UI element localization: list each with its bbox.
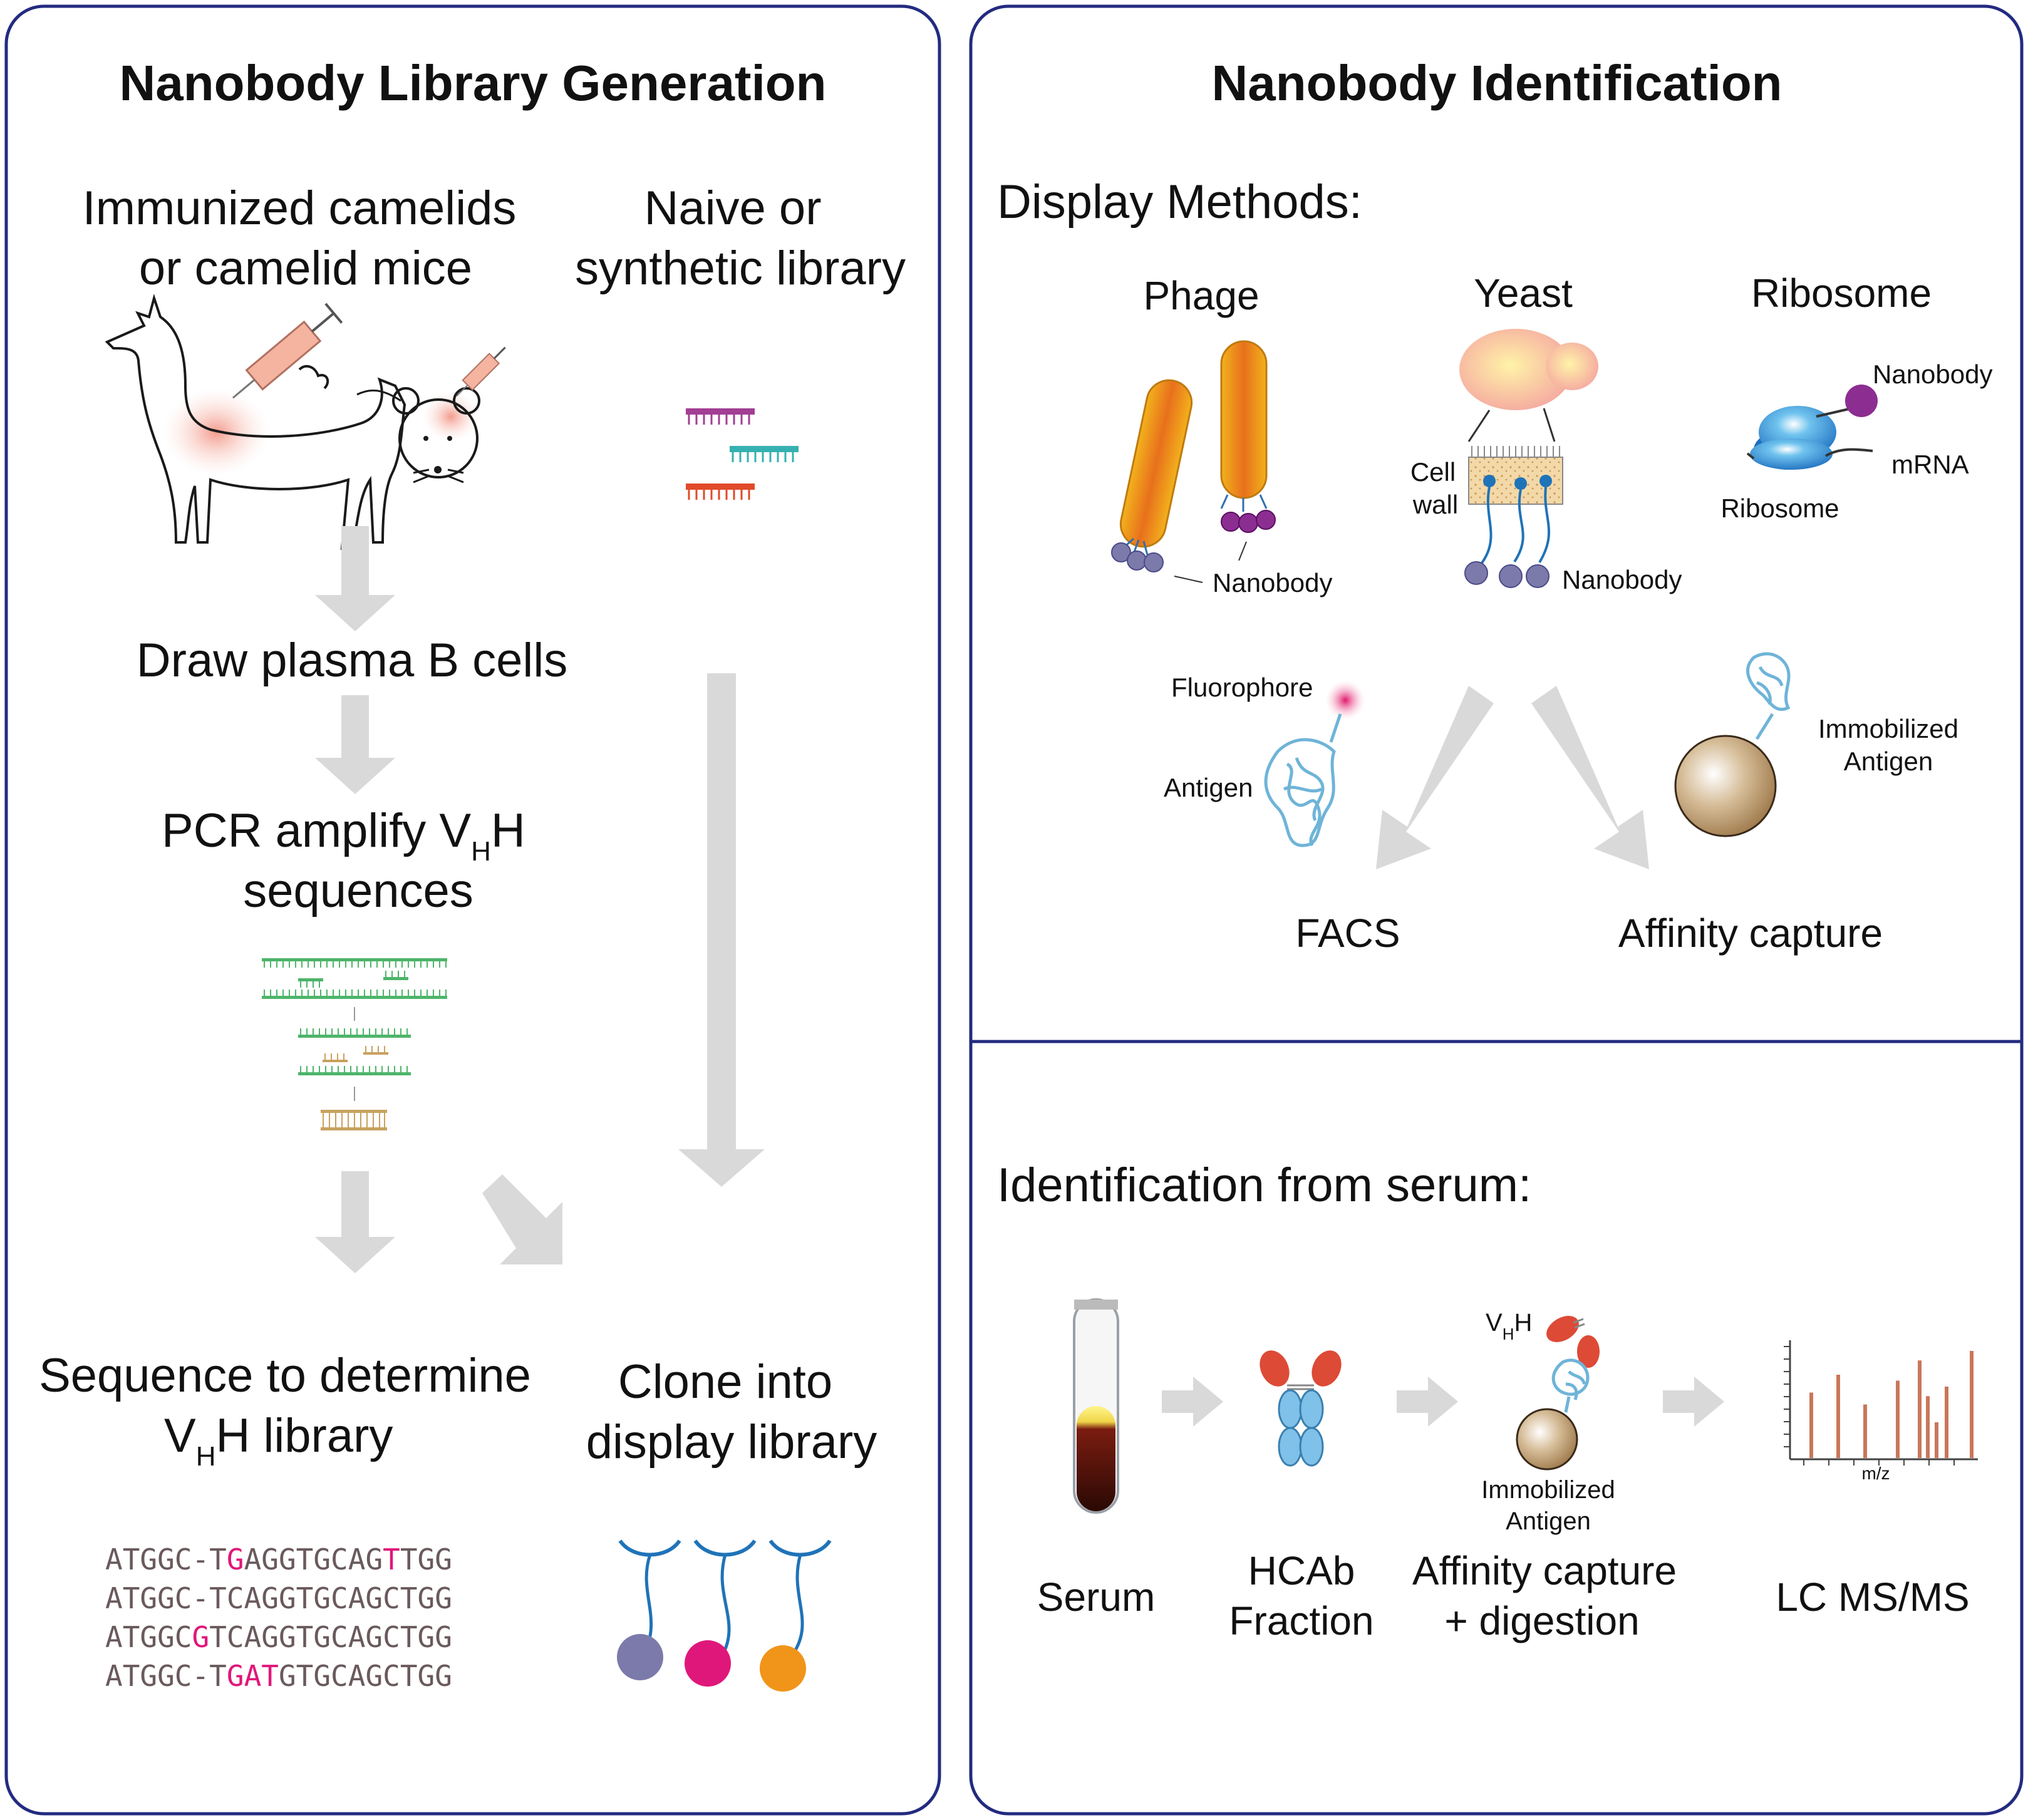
clone-line1: Clone into bbox=[618, 1355, 832, 1409]
clone-line2: display library bbox=[586, 1415, 877, 1469]
ribosome-label: Ribosome bbox=[1751, 271, 1932, 316]
immobilized-antigen-line2: Antigen bbox=[1844, 747, 1933, 776]
right-panel-frame bbox=[969, 4, 2024, 1816]
arrow-hcab-to-affinity bbox=[1397, 1377, 1458, 1427]
ms-peak bbox=[1836, 1375, 1840, 1458]
ribosome-icon bbox=[1746, 385, 1878, 470]
hcab-label-line2: Fraction bbox=[1229, 1598, 1374, 1643]
yeast-label: Yeast bbox=[1474, 271, 1573, 316]
display-nanobody-orange bbox=[760, 1645, 806, 1692]
sequence-line1: Sequence to determine bbox=[39, 1349, 531, 1402]
vhh-label: VHH bbox=[1486, 1309, 1532, 1343]
source-naive-line2: synthetic library bbox=[575, 242, 906, 295]
syringe-small-icon bbox=[456, 346, 506, 397]
arrow-down-3 bbox=[315, 1171, 395, 1273]
source-immunized-line2: or camelid mice bbox=[139, 242, 472, 295]
immobilized-antigen-icon bbox=[1746, 652, 1791, 740]
capture-immobilized-line2: Antigen bbox=[1506, 1507, 1591, 1535]
digested-vhh-icon bbox=[1546, 1316, 1600, 1368]
serum-label: Serum bbox=[1037, 1574, 1156, 1620]
display-library-icon bbox=[617, 1539, 832, 1692]
syringe-large-icon bbox=[232, 302, 343, 399]
ms-peak bbox=[1926, 1396, 1930, 1458]
arrow-serum-to-hcab bbox=[1162, 1377, 1223, 1427]
pcr-dna-icon bbox=[262, 958, 447, 1130]
source-naive-line1: Naive or bbox=[644, 182, 822, 235]
lcms-label: LC MS/MS bbox=[1776, 1574, 1969, 1620]
arrow-down-long bbox=[678, 673, 765, 1187]
arrow-down-1 bbox=[315, 526, 395, 631]
arrow-down-2 bbox=[315, 695, 395, 794]
ribosome-ribosome-label: Ribosome bbox=[1720, 494, 1839, 523]
ms-peak bbox=[1945, 1387, 1948, 1458]
immobilized-bead bbox=[1674, 735, 1777, 837]
serum-tube-icon bbox=[1073, 1298, 1119, 1514]
hcab-icon bbox=[1260, 1350, 1342, 1467]
ms-peak bbox=[1935, 1422, 1938, 1458]
phage-label: Phage bbox=[1143, 273, 1259, 318]
yeast-icon bbox=[1459, 329, 1598, 588]
left-panel-title: Nanobody Library Generation bbox=[119, 55, 826, 111]
ms-peak bbox=[1809, 1392, 1813, 1458]
display-methods-heading: Display Methods: bbox=[997, 175, 1362, 229]
llama-icon bbox=[105, 294, 406, 550]
display-nanobody-pink bbox=[685, 1640, 731, 1687]
sequence-line2: VHH library bbox=[164, 1409, 393, 1472]
ribosome-mrna-label: mRNA bbox=[1891, 450, 1969, 479]
identification-serum-heading: Identification from serum: bbox=[997, 1159, 1531, 1212]
right-panel-title: Nanobody Identification bbox=[1211, 55, 1782, 111]
naive-library-dna-icon bbox=[686, 408, 799, 500]
phage-nanobody-label: Nanobody bbox=[1213, 568, 1332, 597]
sequence-alignment: ATGGC-TGAGGTGCAGTTGG ATGGC-TCAGGTGCAGCTG… bbox=[105, 1543, 452, 1693]
facs-label: FACS bbox=[1295, 911, 1400, 956]
capture-immobilized-line1: Immobilized bbox=[1481, 1476, 1615, 1504]
fluorophore-label: Fluorophore bbox=[1171, 673, 1313, 702]
ms-peak bbox=[1918, 1360, 1922, 1458]
sequence-row-2: ATGGC-TCAGGTGCAGCTGG bbox=[105, 1581, 452, 1615]
source-immunized-line1: Immunized camelids bbox=[83, 182, 517, 235]
capture-bead bbox=[1516, 1408, 1578, 1471]
ms-spectrum bbox=[1784, 1340, 1978, 1466]
arrow-to-affinity bbox=[1531, 686, 1649, 869]
display-nanobody-purple bbox=[617, 1634, 663, 1680]
capture-antigen-icon bbox=[1551, 1358, 1590, 1413]
arrow-affinity-to-ms bbox=[1663, 1377, 1724, 1427]
ms-mz-label: m/z bbox=[1861, 1464, 1890, 1483]
sequence-row-3: ATGGCGTCAGGTGCAGCTGG bbox=[105, 1620, 452, 1654]
yeast-cell-label: Cell bbox=[1410, 457, 1456, 487]
affinity-digestion-line1: Affinity capture bbox=[1412, 1548, 1677, 1593]
step-draw-plasma: Draw plasma B cells bbox=[137, 634, 567, 687]
antigen-label: Antigen bbox=[1164, 773, 1253, 802]
fluorophore-glow bbox=[1325, 680, 1365, 720]
ms-peak bbox=[1970, 1351, 1974, 1458]
phage-icon bbox=[1111, 340, 1276, 583]
arrow-to-facs bbox=[1376, 686, 1494, 869]
antigen-icon bbox=[1264, 713, 1342, 847]
ribosome-nanobody-label: Nanobody bbox=[1873, 359, 1992, 389]
yeast-wall-label: wall bbox=[1412, 490, 1458, 519]
yeast-nanobody-label: Nanobody bbox=[1562, 565, 1682, 594]
step-pcr-line2: sequences bbox=[243, 864, 473, 918]
sequence-row-4: ATGGC-TGATGTGCAGCTGG bbox=[105, 1659, 452, 1693]
left-panel-frame bbox=[4, 4, 941, 1816]
ms-peak bbox=[1896, 1380, 1900, 1458]
hcab-label-line1: HCAb bbox=[1248, 1548, 1355, 1593]
immobilized-antigen-line1: Immobilized bbox=[1818, 714, 1958, 743]
affinity-digestion-line2: + digestion bbox=[1444, 1598, 1639, 1643]
mouse-icon bbox=[356, 387, 480, 483]
ms-peak bbox=[1863, 1404, 1867, 1458]
step-pcr-line1: PCR amplify VHH bbox=[162, 804, 525, 867]
arrow-diagonal-left bbox=[482, 1174, 562, 1264]
affinity-capture-label: Affinity capture bbox=[1618, 911, 1883, 956]
sequence-row-1: ATGGC-TGAGGTGCAGTTGG bbox=[105, 1543, 452, 1576]
